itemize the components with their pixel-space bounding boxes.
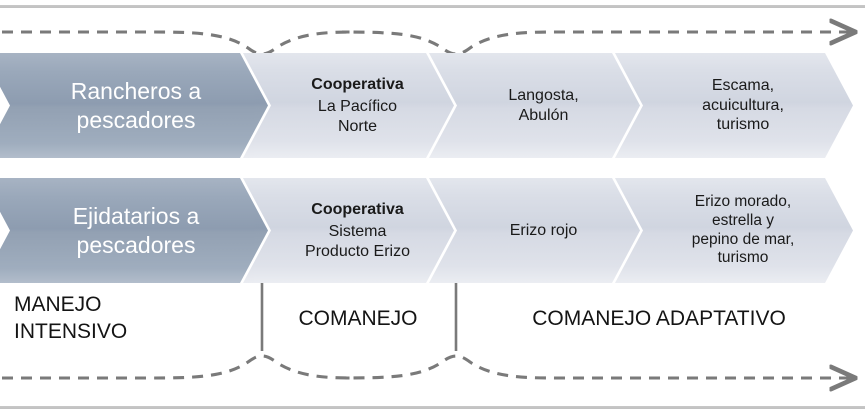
chevron-erizo-rojo[interactable]: Erizo rojo (429, 178, 640, 283)
chevron-erizo-morado-estrella-pepino-turismo[interactable]: Erizo morado, estrella y pepino de mar, … (615, 178, 853, 283)
chevron-escama-acuicultura-turismo[interactable]: Escama, acuicultura, turismo (615, 53, 853, 158)
phase-label-comanejo-adaptativo: COMANEJO ADAPTATIVO (532, 307, 786, 330)
phase-label-manejo-intensivo: MANEJO INTENSIVO (14, 293, 128, 343)
chevron-body-label: La Pacífico Norte (317, 98, 398, 135)
row-rancheros: Rancheros a pescadores Cooperativa La Pa… (0, 53, 865, 158)
top-flow-arrow (2, 32, 852, 56)
chevron-cooperativa-sistema-producto-erizo[interactable]: Cooperativa Sistema Producto Erizo (243, 178, 454, 283)
top-rule (0, 5, 865, 8)
chevron-rancheros-a-pescadores[interactable]: Rancheros a pescadores (0, 53, 268, 158)
chevron-ejidatarios-a-pescadores[interactable]: Ejidatarios a pescadores (0, 178, 268, 283)
chevron-langosta-abulon[interactable]: Langosta, Abulón (429, 53, 640, 158)
chevron-label: Ejidatarios a pescadores (72, 203, 200, 258)
chevron-label: Erizo rojo (509, 221, 578, 239)
chevron-body-label: Sistema Producto Erizo (305, 223, 410, 260)
phase-label-comanejo: COMANEJO (298, 307, 418, 330)
bottom-flow-arrow (2, 354, 852, 378)
chevron-label: Langosta, Abulón (508, 86, 579, 124)
chevron-cooperativa-la-pacifico-norte[interactable]: Cooperativa La Pacífico Norte (243, 53, 454, 158)
chevron-label: Escama, acuicultura, turismo (702, 77, 784, 134)
chevron-label: Cooperativa La Pacífico Norte (281, 75, 415, 137)
chevron-label: Erizo morado, estrella y pepino de mar, … (691, 192, 795, 267)
chevron-lead-label: Cooperativa (311, 200, 404, 218)
chevron-label: Cooperativa Sistema Producto Erizo (275, 200, 422, 262)
chevron-label: Rancheros a pescadores (70, 78, 202, 133)
bottom-rule (0, 406, 865, 409)
chevron-lead-label: Cooperativa (311, 75, 404, 93)
row-ejidatarios: Ejidatarios a pescadores Cooperativa Sis… (0, 178, 865, 283)
